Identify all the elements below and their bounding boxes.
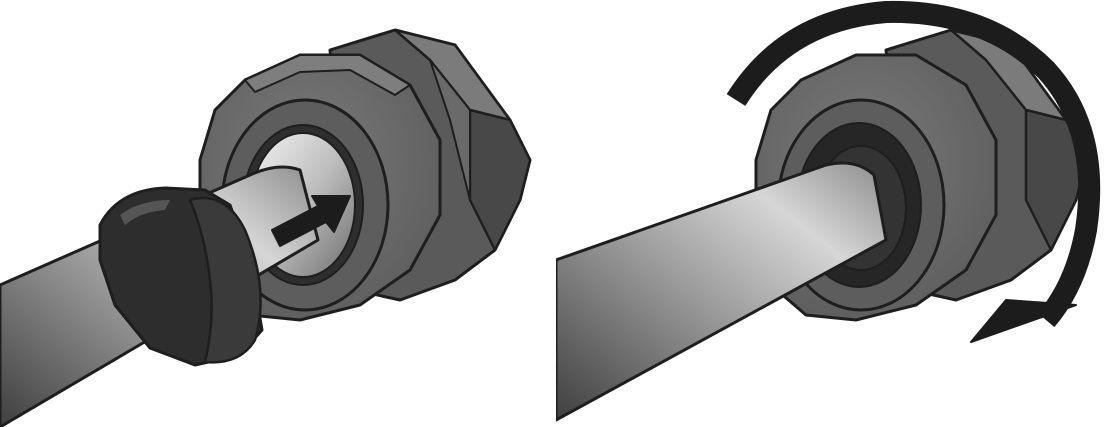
seal-ring <box>98 186 264 367</box>
step-insert-cable-panel <box>0 28 532 427</box>
push-arrow-icon <box>271 195 351 247</box>
step-tighten-nut-panel <box>556 0 1112 427</box>
cable <box>556 161 888 422</box>
step-tighten-nut-illustration <box>556 0 1101 422</box>
rotate-clockwise-icon <box>726 0 1101 343</box>
step-insert-cable-illustration <box>0 28 532 427</box>
